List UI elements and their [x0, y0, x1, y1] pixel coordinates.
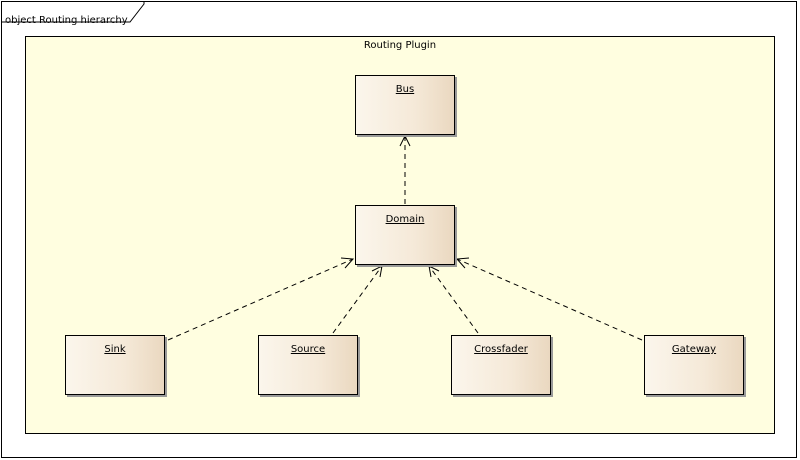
class-node-domain[interactable]: Domain: [355, 205, 455, 265]
frame-title: object Routing hierarchy: [5, 15, 128, 26]
edge-domain-to-bus: [399, 134, 411, 204]
class-node-bus[interactable]: Bus: [355, 75, 455, 135]
class-node-crossfader[interactable]: Crossfader: [451, 335, 551, 395]
class-node-source[interactable]: Source: [258, 335, 358, 395]
package-title: Routing Plugin: [363, 40, 437, 51]
edge-gateway-to-domain: [455, 257, 643, 341]
node-label-domain: Domain: [385, 214, 425, 225]
frame-title-tab: [2, 2, 145, 23]
edge-sink-to-domain: [167, 257, 355, 341]
edge-source-to-domain: [332, 265, 383, 334]
node-label-sink: Sink: [104, 344, 126, 355]
node-label-bus: Bus: [395, 84, 415, 95]
node-label-source: Source: [290, 344, 326, 355]
node-label-gateway: Gateway: [671, 344, 717, 355]
class-node-sink[interactable]: Sink: [65, 335, 165, 395]
node-label-crossfader: Crossfader: [474, 344, 528, 355]
class-node-gateway[interactable]: Gateway: [644, 335, 744, 395]
edge-crossfader-to-domain: [428, 265, 479, 334]
